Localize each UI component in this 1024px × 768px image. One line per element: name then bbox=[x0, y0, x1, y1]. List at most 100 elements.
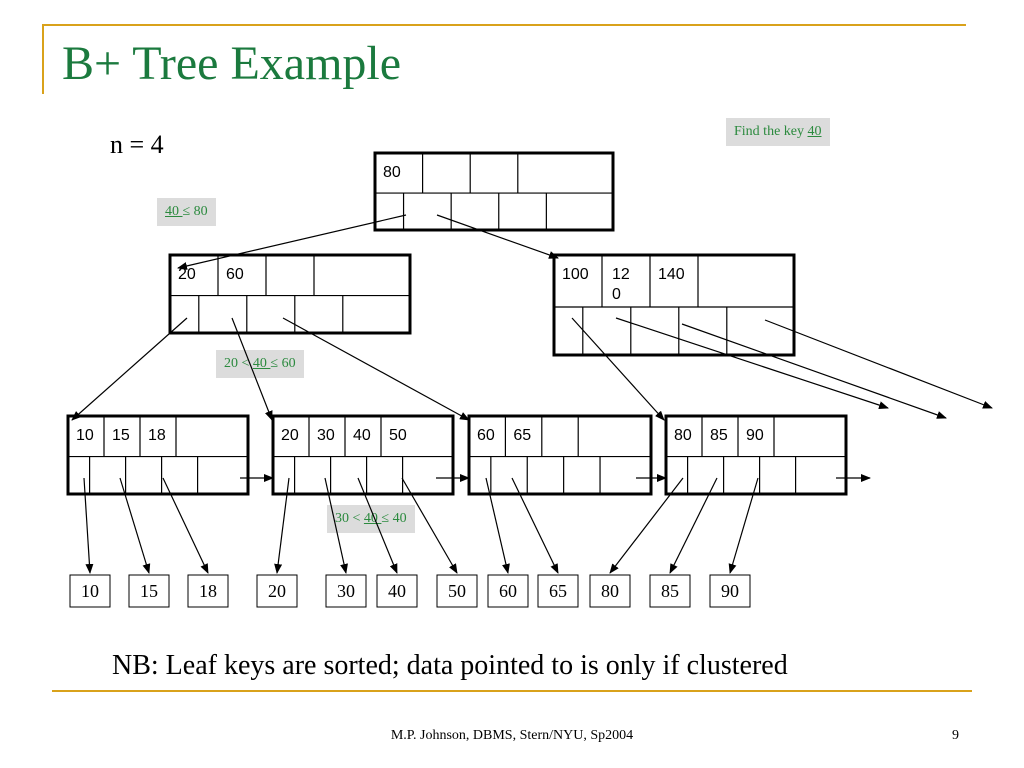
bottom-rule bbox=[52, 690, 972, 692]
find-hint-key: 40 bbox=[807, 124, 822, 139]
record-box: 30 bbox=[325, 574, 367, 608]
leaf-hint-suffix: ≤ 40 bbox=[381, 511, 407, 526]
left-rule bbox=[42, 24, 44, 94]
record-frame bbox=[487, 574, 529, 608]
leaf-node-3-frame bbox=[467, 414, 653, 496]
record-key: 18 bbox=[199, 581, 217, 601]
record-frame bbox=[128, 574, 170, 608]
pointer-leaf-to-record-6 bbox=[357, 477, 398, 574]
record-box: 20 bbox=[256, 574, 298, 608]
leaf-node-4: 80 85 90 bbox=[664, 414, 848, 496]
pointer-root-to-inner-right bbox=[436, 214, 559, 259]
root-hint-suffix: ≤ 80 bbox=[182, 204, 208, 219]
root-node-key-0: 80 bbox=[383, 164, 401, 181]
leaf-node-3-key-0: 60 bbox=[477, 427, 495, 444]
leaf-note: NB: Leaf keys are sorted; data pointed t… bbox=[112, 650, 788, 681]
leaf-node-3: 60 65 bbox=[467, 414, 653, 496]
leaf-node-2-key-2: 40 bbox=[353, 427, 371, 444]
record-key: 60 bbox=[499, 581, 517, 601]
leaf-node-4-key-1: 85 bbox=[710, 427, 728, 444]
record-box: 90 bbox=[709, 574, 751, 608]
pointer-leaf-to-record-3 bbox=[162, 477, 209, 574]
record-key: 30 bbox=[337, 581, 355, 601]
leaf-node-1-frame bbox=[66, 414, 250, 496]
leaf-node-3-key-1: 65 bbox=[513, 427, 531, 444]
find-hint-prefix: Find the key bbox=[734, 124, 808, 139]
root-hint-key: 40 bbox=[165, 204, 183, 219]
internal-node-1-key-1: 60 bbox=[226, 266, 244, 283]
pointer-inner-to-leaf-4 bbox=[571, 317, 665, 421]
record-key: 65 bbox=[549, 581, 567, 601]
leaf-node-4-key-0: 80 bbox=[674, 427, 692, 444]
record-frame bbox=[187, 574, 229, 608]
inner-hint-suffix: ≤ 60 bbox=[270, 356, 296, 371]
pointer-leaf-to-record-8 bbox=[485, 477, 510, 574]
leaf-node-4-frame bbox=[664, 414, 848, 496]
leaf-node-1-key-0: 10 bbox=[76, 427, 94, 444]
record-box: 18 bbox=[187, 574, 229, 608]
record-box: 80 bbox=[589, 574, 631, 608]
pointer-leaf-to-record-10 bbox=[609, 477, 684, 574]
pointer-inner-to-leaf-3 bbox=[282, 317, 470, 421]
record-frame bbox=[537, 574, 579, 608]
tree-order-label: n = 4 bbox=[110, 130, 164, 159]
inner-compare-hint: 20 < 40 ≤ 60 bbox=[216, 350, 304, 378]
record-box: 60 bbox=[487, 574, 529, 608]
record-key: 10 bbox=[81, 581, 99, 601]
record-frame bbox=[69, 574, 111, 608]
inner-hint-key: 40 bbox=[252, 356, 271, 371]
pointer-leaf-to-record-2 bbox=[119, 477, 151, 574]
pointer-root-to-inner-left bbox=[177, 214, 407, 270]
pointer-inner-offscreen-3 bbox=[764, 319, 993, 409]
root-compare-hint: 40 ≤ 80 bbox=[157, 198, 216, 226]
slide-footer: M.P. Johnson, DBMS, Stern/NYU, Sp2004 bbox=[390, 728, 634, 743]
record-key: 50 bbox=[448, 581, 466, 601]
record-frame bbox=[376, 574, 418, 608]
pointer-inner-to-leaf-1 bbox=[71, 317, 188, 421]
record-key: 40 bbox=[388, 581, 406, 601]
pointer-leaf-to-record-9 bbox=[511, 477, 559, 574]
record-box: 85 bbox=[649, 574, 691, 608]
pointer-inner-offscreen-1 bbox=[615, 317, 889, 409]
page-number: 9 bbox=[952, 728, 959, 743]
leaf-node-1-key-2: 18 bbox=[148, 427, 166, 444]
record-box: 15 bbox=[128, 574, 170, 608]
slide-title: B+ Tree Example bbox=[62, 37, 402, 90]
internal-node-2-key-1-line-0: 12 bbox=[612, 266, 630, 283]
tree-pointers bbox=[71, 214, 993, 574]
pointer-leaf-to-record-5 bbox=[324, 477, 348, 574]
leaf-hint-prefix: 30 < bbox=[335, 511, 364, 526]
record-key: 15 bbox=[140, 581, 158, 601]
record-box: 40 bbox=[376, 574, 418, 608]
record-frame bbox=[649, 574, 691, 608]
root-node: 80 bbox=[373, 151, 615, 232]
record-box: 10 bbox=[69, 574, 111, 608]
top-rule bbox=[42, 24, 966, 26]
record-frame bbox=[709, 574, 751, 608]
record-key: 80 bbox=[601, 581, 619, 601]
pointer-leaf-to-record-4 bbox=[274, 477, 290, 574]
leaf-node-2-key-3: 50 bbox=[389, 427, 407, 444]
record-box: 65 bbox=[537, 574, 579, 608]
leaf-node-2-frame bbox=[271, 414, 455, 496]
record-frame bbox=[589, 574, 631, 608]
internal-node-2-key-1-line-1: 0 bbox=[612, 286, 621, 303]
pointer-leaf-to-record-7 bbox=[401, 477, 458, 574]
leaf-node-4-key-2: 90 bbox=[746, 427, 764, 444]
leaf-hint-key: 40 bbox=[363, 511, 382, 526]
pointer-inner-offscreen-2 bbox=[681, 323, 947, 419]
record-key: 85 bbox=[661, 581, 679, 601]
data-records: 10 15 18 20 30 40 50 60 65 80 85 90 bbox=[69, 574, 751, 608]
leaf-node-2-key-0: 20 bbox=[281, 427, 299, 444]
inner-hint-prefix: 20 < bbox=[224, 356, 253, 371]
record-frame bbox=[256, 574, 298, 608]
internal-node-2-key-0: 100 bbox=[562, 266, 589, 283]
record-frame bbox=[436, 574, 478, 608]
